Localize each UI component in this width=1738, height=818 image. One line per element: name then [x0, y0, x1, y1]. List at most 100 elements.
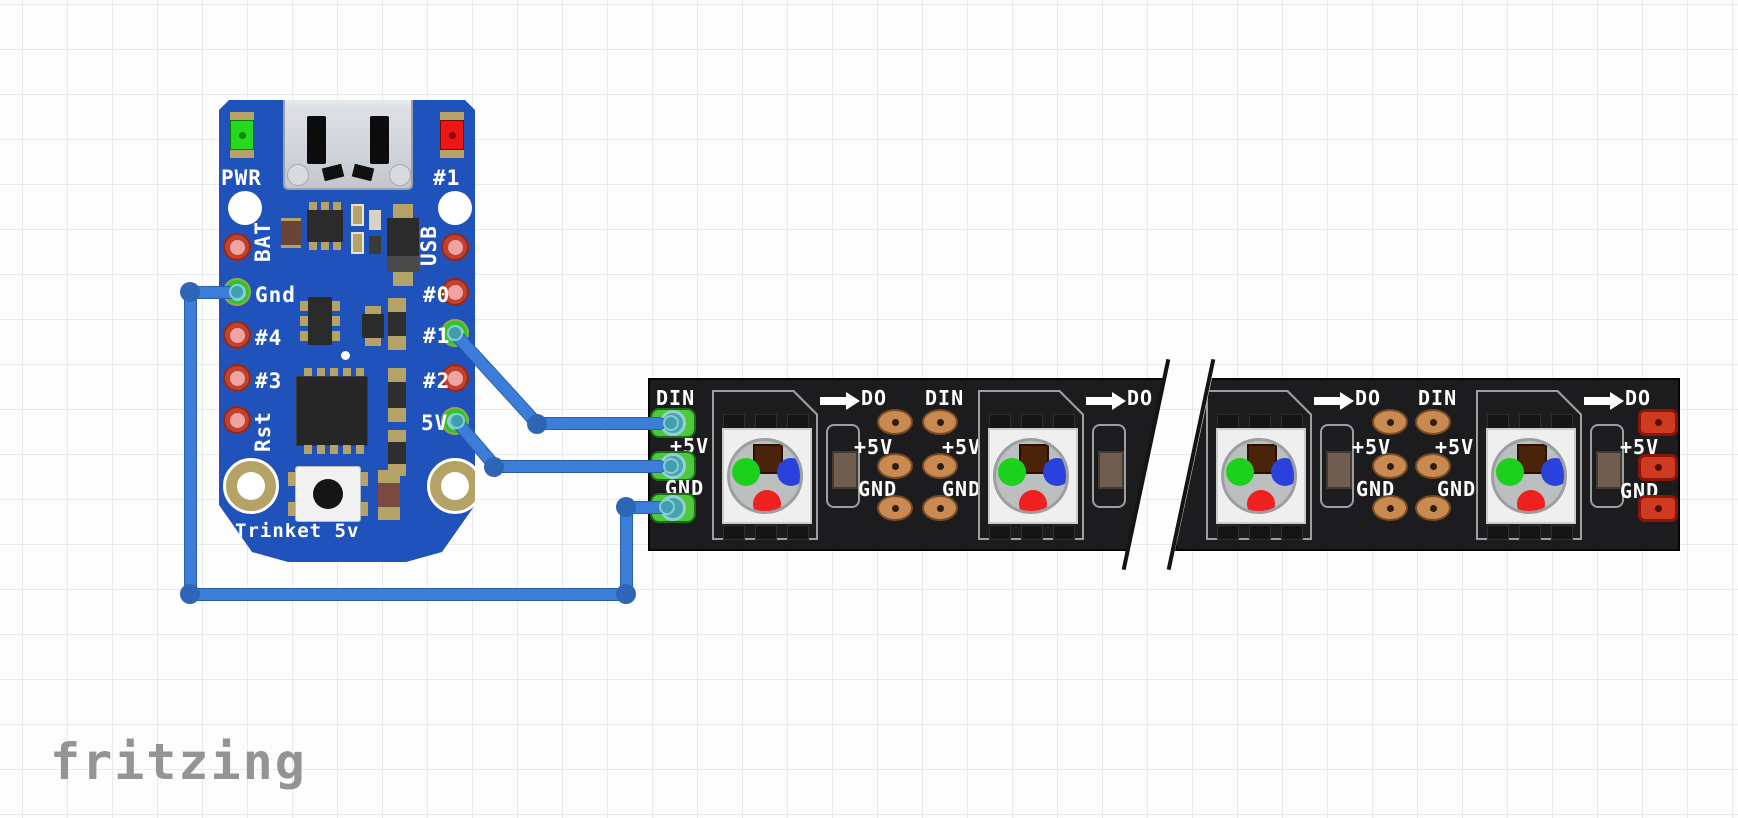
- voltage-regulator: [300, 297, 340, 345]
- smd-capacitor: [388, 368, 406, 422]
- pin-pad-3[interactable]: [223, 364, 251, 392]
- trinket-board[interactable]: PWR #1 BAT Gnd #4 #3 Rst USB #0 #1 #2 5V: [219, 100, 475, 562]
- diode: [387, 204, 419, 286]
- gnd-solder-pad[interactable]: [922, 495, 958, 521]
- pin-label-1: #1: [423, 324, 451, 348]
- wire-terminal[interactable]: [449, 413, 465, 429]
- wire-bendpoint[interactable]: [180, 282, 200, 302]
- pin-pad-2[interactable]: [441, 364, 469, 392]
- red-die: [753, 490, 781, 514]
- gnd-solder-pad[interactable]: [1415, 495, 1451, 521]
- pin-label-usb: USB: [417, 225, 441, 266]
- strip-5v-label: +5V: [1620, 435, 1660, 459]
- neopixel-led-4: [1476, 390, 1582, 540]
- 5v-solder-pad[interactable]: [877, 453, 913, 479]
- strip-do-label: DO: [1625, 386, 1652, 410]
- neopixel-led-1: [712, 390, 818, 540]
- pin-label-4: #4: [255, 326, 283, 350]
- pin-label-bat: BAT: [251, 221, 275, 262]
- blue-die: [1541, 458, 1564, 486]
- pin-pad-bat[interactable]: [223, 233, 251, 261]
- strip-5v-label: +5V: [1435, 435, 1475, 459]
- gnd-solder-pad[interactable]: [877, 495, 913, 521]
- neopixel-led-3: [1206, 390, 1312, 540]
- red-die: [1517, 490, 1545, 511]
- neopixel-led-2: [978, 390, 1084, 540]
- pin-pad-0[interactable]: [441, 278, 469, 306]
- pin-label-0: #0: [423, 283, 451, 307]
- wire-terminal[interactable]: [229, 284, 245, 300]
- led-strip-segment-1[interactable]: DIN +5V GND DO +5V GND DIN: [648, 378, 1165, 551]
- pin-pad-rst[interactable]: [223, 406, 251, 434]
- reset-button-plunger: [313, 479, 343, 509]
- smd-resistor: [351, 204, 364, 226]
- smd-capacitor: [388, 298, 406, 350]
- strip-out-gnd-pad[interactable]: [1638, 495, 1678, 522]
- strip-din-label: DIN: [1418, 386, 1458, 410]
- strip-gnd-label: GND: [942, 477, 982, 501]
- led-strip-segment-2[interactable]: DO +5V GND DIN +5V GND DO: [1175, 378, 1680, 551]
- pin1-led-pad: [440, 150, 464, 158]
- strip-capacitor: [1590, 424, 1624, 508]
- pin-label-rst: Rst: [251, 411, 275, 452]
- strip-5v-label: +5V: [854, 435, 894, 459]
- wire-terminal[interactable]: [447, 325, 463, 341]
- usb-contact: [321, 163, 345, 182]
- reset-button[interactable]: [288, 466, 368, 522]
- 5v-solder-pad[interactable]: [1415, 453, 1451, 479]
- usb-slot-right: [370, 116, 389, 164]
- mounting-hole-right: [427, 458, 475, 514]
- wire-bendpoint[interactable]: [616, 497, 636, 517]
- usb-foot-right: [389, 164, 411, 186]
- strip-5v-label: +5V: [942, 435, 982, 459]
- wire-terminal[interactable]: [659, 499, 675, 515]
- blue-die: [1271, 458, 1294, 486]
- strip-gnd-label: GND: [1356, 477, 1396, 501]
- red-die: [1019, 490, 1047, 514]
- resistor: [378, 470, 400, 520]
- pin-pad-4[interactable]: [223, 321, 251, 349]
- wire-bendpoint[interactable]: [180, 584, 200, 604]
- do-solder-pad[interactable]: [1372, 409, 1408, 435]
- 5v-solder-pad[interactable]: [1372, 453, 1408, 479]
- smd-resistor: [351, 232, 364, 254]
- strip-do-label: DO: [1355, 386, 1382, 410]
- strip-out-5v-pad[interactable]: [1638, 454, 1678, 481]
- strip-out-do-pad[interactable]: [1638, 409, 1678, 436]
- usb-connector: [283, 100, 413, 190]
- strip-din-label: DIN: [925, 386, 965, 410]
- pin1-led: [440, 120, 464, 150]
- green-die: [1226, 458, 1254, 486]
- 5v-solder-pad[interactable]: [922, 453, 958, 479]
- green-die: [732, 458, 760, 486]
- green-die: [998, 458, 1026, 486]
- din-solder-pad[interactable]: [922, 409, 958, 435]
- wire-ground[interactable]: [184, 286, 197, 601]
- pin-label-gnd: Gnd: [255, 283, 296, 307]
- wire-ground[interactable]: [184, 588, 633, 601]
- wire-terminal[interactable]: [663, 458, 679, 474]
- gnd-solder-pad[interactable]: [1372, 495, 1408, 521]
- din-solder-pad[interactable]: [1415, 409, 1451, 435]
- wire-data[interactable]: [534, 417, 666, 430]
- smd-capacitor: [369, 236, 381, 254]
- power-led: [230, 120, 254, 150]
- strip-do-label: DO: [861, 386, 888, 410]
- pin-pad-usb[interactable]: [441, 233, 469, 261]
- wire-power[interactable]: [492, 460, 666, 473]
- pin1-led-label: #1: [433, 166, 461, 190]
- green-die: [1496, 458, 1524, 486]
- capacitor: [281, 218, 301, 248]
- strip-capacitor: [1092, 424, 1126, 508]
- wire-terminal[interactable]: [663, 415, 679, 431]
- strip-gnd-label: GND: [858, 477, 898, 501]
- do-solder-pad[interactable]: [877, 409, 913, 435]
- wire-bendpoint[interactable]: [484, 457, 504, 477]
- power-led-pad: [230, 112, 254, 120]
- power-led-label: PWR: [221, 166, 262, 190]
- wire-bendpoint[interactable]: [616, 584, 636, 604]
- wire-bendpoint[interactable]: [527, 414, 547, 434]
- pin-label-5v: 5V: [421, 411, 449, 435]
- transistor: [307, 202, 343, 250]
